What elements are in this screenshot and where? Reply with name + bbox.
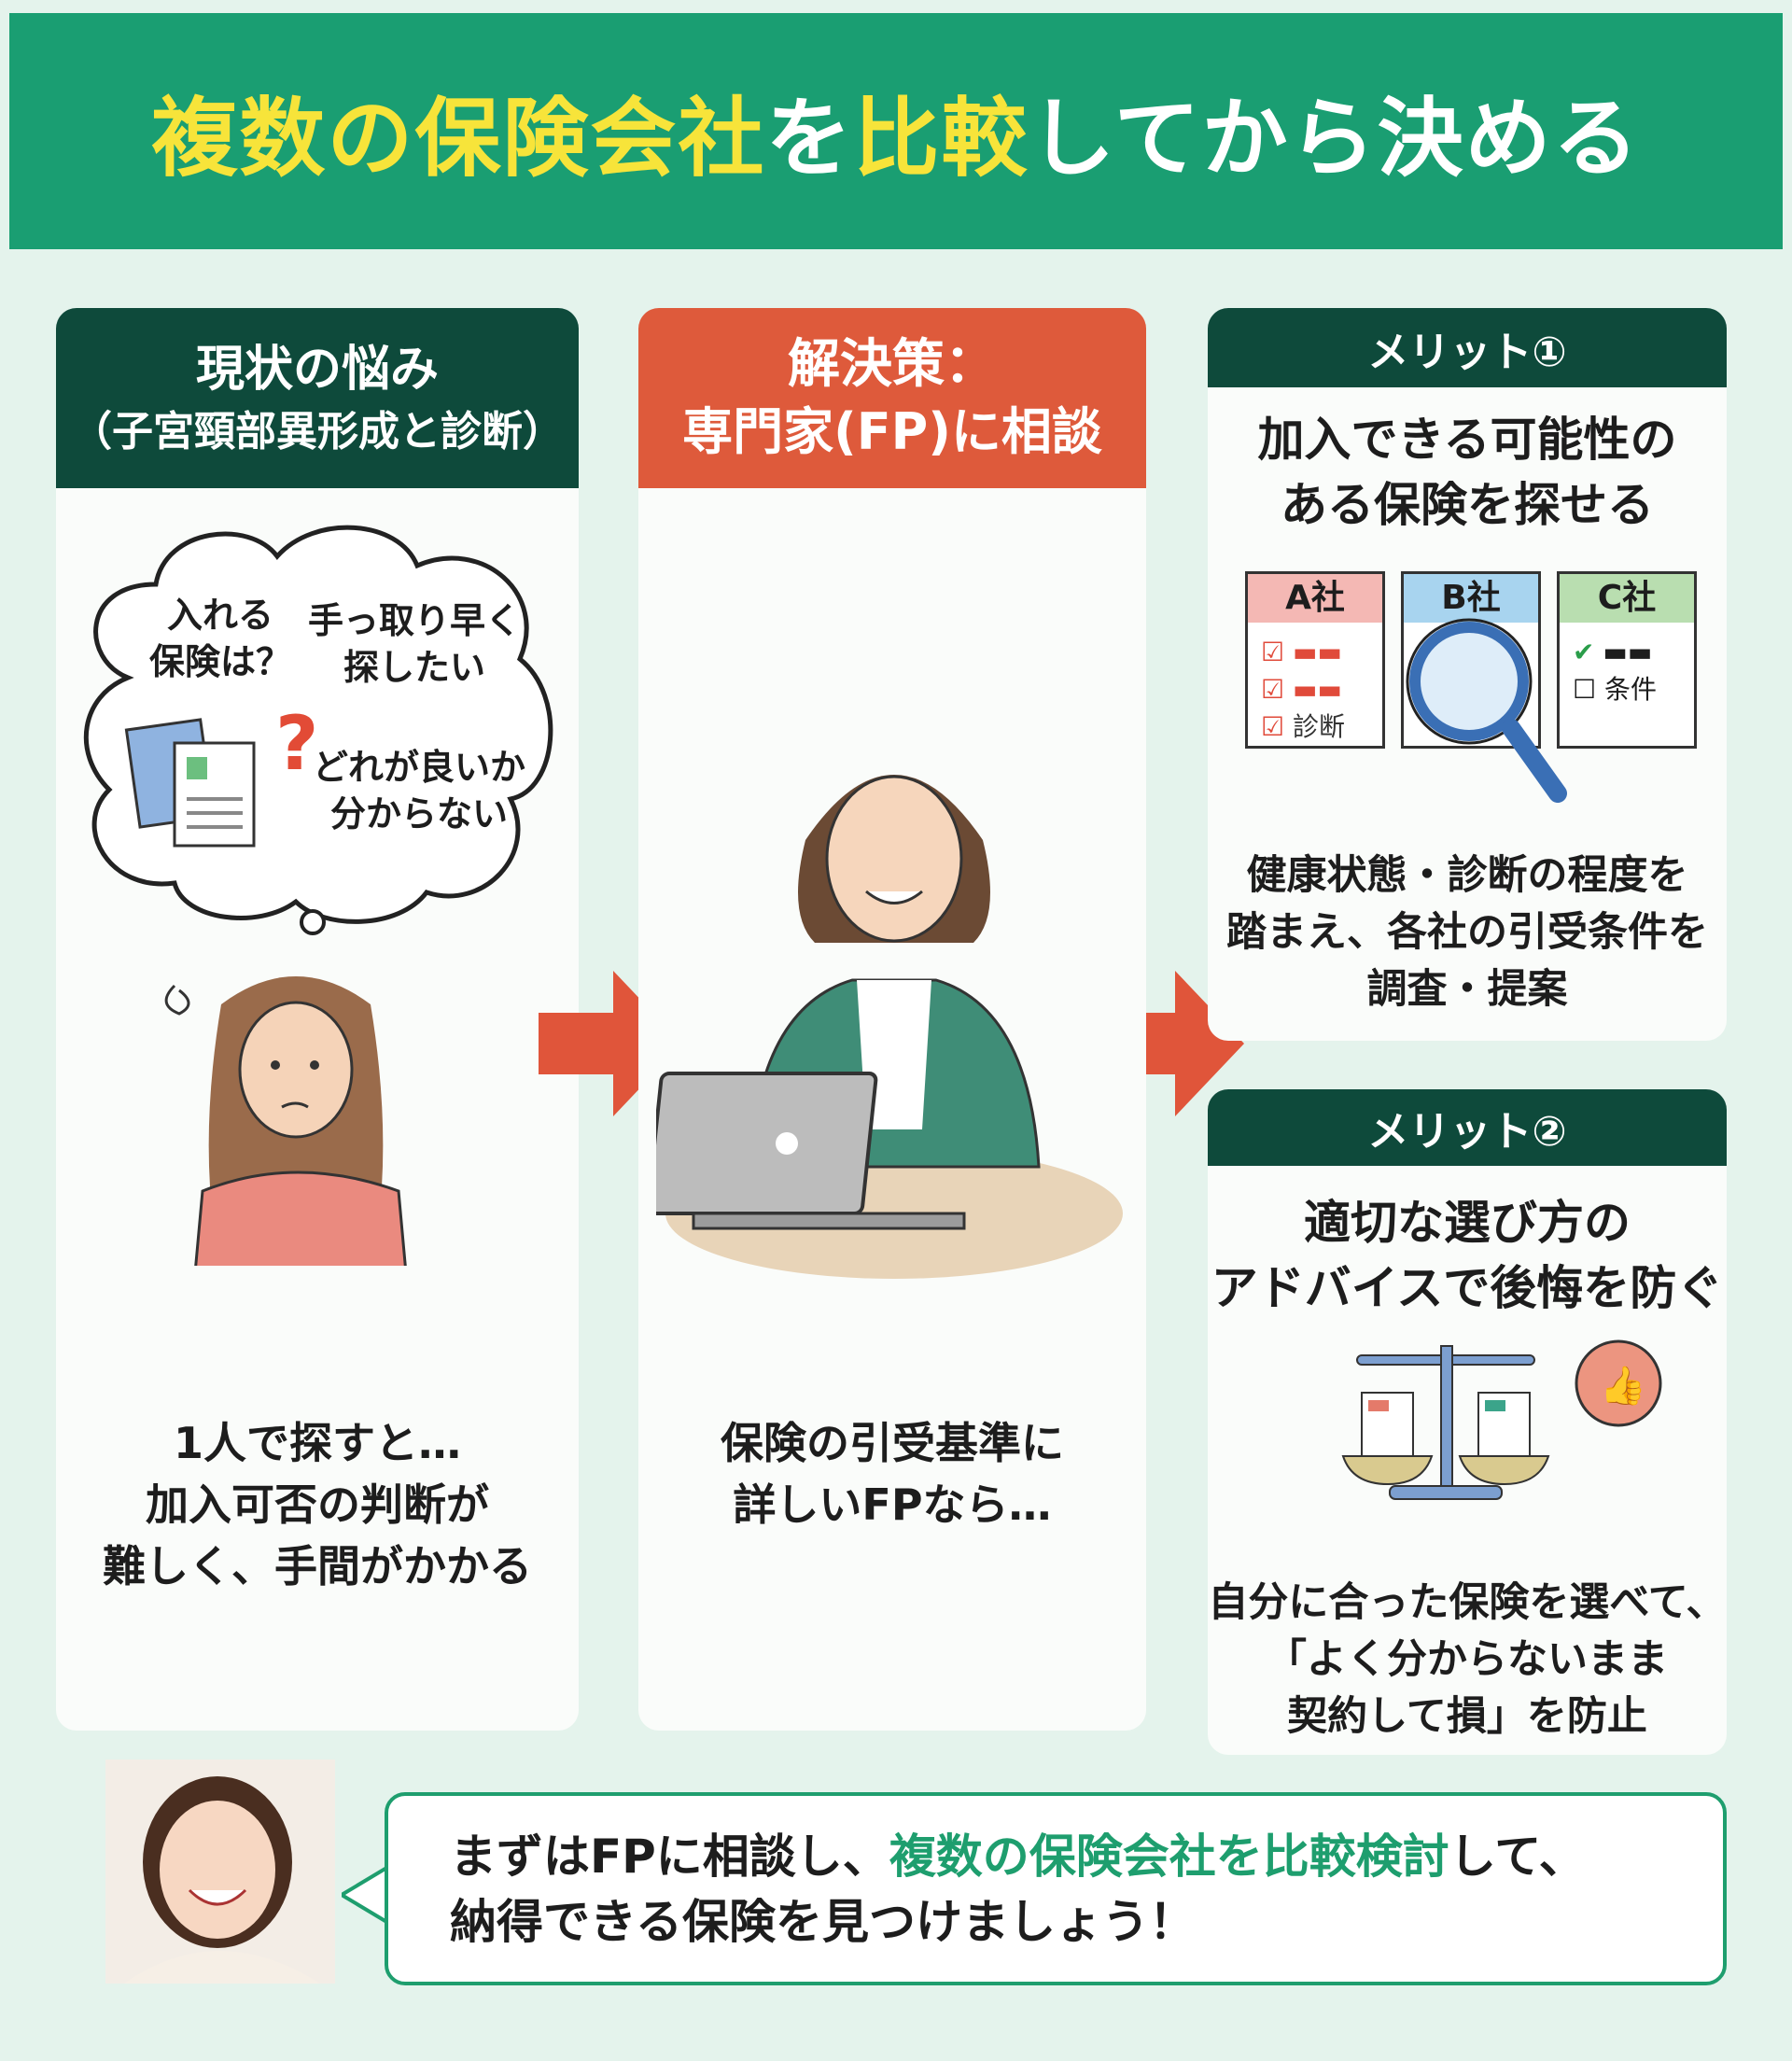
documents-icon [124,718,256,848]
footer-line-1: まずはFPに相談し、複数の保険会社を比較検討して、 [450,1830,1586,1884]
thought-2: 手っ取り早く探したい [308,600,522,688]
merit-1-card: メリット① 加入できる可能性のある保険を探せる A社 ☑ ▬▬☑ ▬▬☑ 診断 … [1208,308,1727,1041]
problem-body: 1人で探すと…加入可否の判断が難しく、手間がかかる [103,1418,532,1591]
speech-tail [342,1867,388,1923]
footer-line-2: 納得できる保険を見つけましょう！ [450,1895,1196,1949]
merit-2-card: メリット② 適切な選び方のアドバイスで後悔を防ぐ 👍 自分に合った保険を選べて、… [1208,1089,1727,1755]
problem-subheading: （子宮頸部異形成と診断） [71,407,564,456]
footer-speech-bubble: まずはFPに相談し、複数の保険会社を比較検討して、 納得できる保険を見つけましょ… [385,1792,1727,1985]
merit-2-title: 適切な選び方のアドバイスで後悔を防ぐ [1211,1196,1724,1315]
worried-woman-illustration [164,976,407,1266]
advisor-avatar [105,1760,335,1984]
merit-1-label: メリット① [1208,308,1727,387]
balance-scale-icon: 👍 [1341,1339,1662,1500]
page-title: 複数の保険会社を比較してから決める [151,69,1640,193]
question-mark-icon: ? [275,700,318,787]
svg-text:👍: 👍 [1600,1364,1646,1408]
checkbox-list: ☑ ▬▬☑ ▬▬☑ 診断 [1261,637,1346,742]
problem-card: 現状の悩み （子宮頸部異形成と診断） ? 入れる保険は？ 手っ取り早く探したい … [56,308,579,1731]
solution-header: 解決策： 専門家(FP)に相談 [638,308,1146,488]
title-banner: 複数の保険会社を比較してから決める [9,13,1783,249]
solution-card: 解決策： 専門家(FP)に相談 保険の引受基準に詳しいFPなら… [638,308,1146,1731]
solution-body: 保険の引受基準に詳しいFPなら… [721,1418,1064,1530]
merit-2-body: 自分に合った保険を選べて、「よく分からないまま契約して損」を防止 [1208,1579,1727,1740]
company-c-document: C社 ✔ ▬▬☐ 条件 [1557,571,1697,749]
merit-1-body: 健康状態・診断の程度を踏まえ、各社の引受条件を調査・提案 [1226,852,1708,1013]
title-text: してから決める [1029,89,1641,189]
thought-3: どれが良いか分からない [313,747,526,834]
problem-header: 現状の悩み （子宮頸部異形成と診断） [56,308,579,488]
solution-subheading: 専門家(FP)に相談 [682,401,1102,461]
title-highlight: 比較 [853,89,1029,189]
solution-heading: 解決策： [788,333,997,395]
magnifier-icon [1406,618,1567,803]
thought-cloud-illustration: ? [83,525,553,1266]
title-highlight: 複数の保険会社 [151,89,766,189]
company-a-document: A社 ☑ ▬▬☑ ▬▬☑ 診断 [1245,571,1385,749]
thumbs-up-icon: 👍 [1575,1339,1662,1427]
thought-1: 入れる保険は？ [149,595,292,682]
laptop-icon [656,1072,966,1230]
problem-heading: 現状の悩み [195,341,439,398]
merit-1-title: 加入できる可能性のある保険を探せる [1257,413,1677,532]
fp-advisor-illustration [656,775,1123,1279]
title-text: を [765,89,854,189]
merit-2-label: メリット② [1208,1089,1727,1166]
